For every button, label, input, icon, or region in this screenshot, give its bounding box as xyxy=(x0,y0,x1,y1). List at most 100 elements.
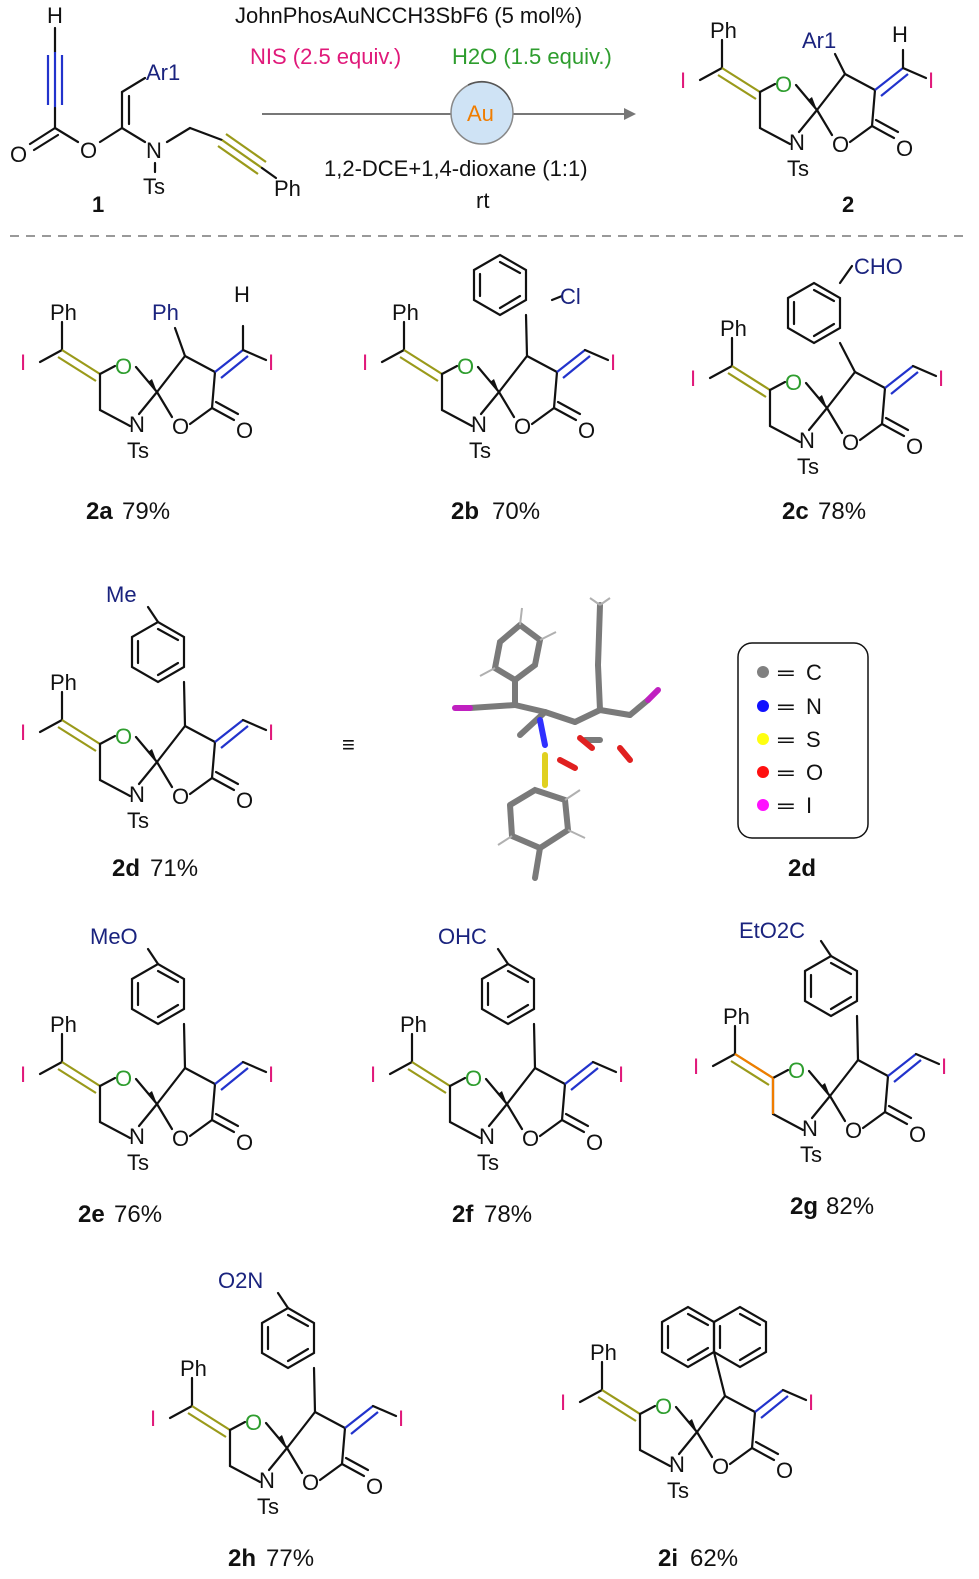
iodine-left: I xyxy=(150,1406,156,1431)
yield: 82% xyxy=(826,1193,874,1220)
alkyne-h: H xyxy=(47,3,63,28)
aryl-substituent: Ph xyxy=(152,300,179,325)
lactone-oxygen: O xyxy=(842,430,859,455)
tosyl-label: Ts xyxy=(800,1142,822,1167)
product-lactone-o: O xyxy=(832,132,849,157)
ring-oxygen: O xyxy=(785,370,802,395)
yield: 77% xyxy=(266,1545,314,1572)
product-2-general: Ph I O N Ts O O Ar1 H I 2 xyxy=(680,18,934,217)
compound-2f: Ph I O N Ts O O I OHC xyxy=(370,924,624,1175)
nitro-substituent: O2N xyxy=(218,1268,263,1293)
compound-2e: Ph I O N Ts O O I MeO xyxy=(20,924,274,1175)
ring-nitrogen: N xyxy=(479,1124,495,1149)
legend-eq: ═ xyxy=(777,694,794,719)
tosyl-label: Ts xyxy=(127,808,149,833)
carbonyl-oxygen: O xyxy=(906,434,923,459)
ph-label: Ph xyxy=(274,176,301,201)
vinyl-ph: Ph xyxy=(590,1340,617,1365)
carbonyl-oxygen: O xyxy=(366,1474,383,1499)
label-2i: 2i 62% xyxy=(658,1545,738,1572)
vinyl-ph: Ph xyxy=(392,300,419,325)
lactone-oxygen: O xyxy=(514,414,531,439)
ring-oxygen: O xyxy=(245,1410,262,1435)
compound-2i: Ph I O N Ts O O I xyxy=(560,1305,814,1503)
ring-nitrogen: N xyxy=(802,1116,818,1141)
carbonyl-oxygen: O xyxy=(578,418,595,443)
legend-dot-i xyxy=(757,799,769,811)
compound-2c: Ph I O N Ts O O I CHO xyxy=(690,254,944,479)
yield: 78% xyxy=(484,1201,532,1228)
compound-id: 2f xyxy=(452,1201,474,1228)
tosyl-label: Ts xyxy=(477,1150,499,1175)
iodine-left: I xyxy=(20,720,26,745)
lactone-oxygen: O xyxy=(302,1470,319,1495)
ring-nitrogen: N xyxy=(129,782,145,807)
tosyl-label: Ts xyxy=(797,454,819,479)
iodine-right: I xyxy=(268,1062,274,1087)
ring-nitrogen: N xyxy=(259,1468,275,1493)
vinyl-ph: Ph xyxy=(720,316,747,341)
compound-id: 2c xyxy=(782,498,809,525)
product-number: 2 xyxy=(842,192,854,217)
legend-label-o: O xyxy=(806,760,823,785)
iodine-left: I xyxy=(690,366,696,391)
legend-eq: ═ xyxy=(777,727,794,752)
iodine-right: I xyxy=(938,366,944,391)
label-2f: 2f 78% xyxy=(452,1201,532,1228)
legend-dot-o xyxy=(757,766,769,778)
ring-oxygen: O xyxy=(465,1066,482,1091)
compound-2h: Ph I O N Ts O O I O2N xyxy=(150,1268,404,1519)
lactone-oxygen: O xyxy=(712,1454,729,1479)
ester-o: O xyxy=(80,138,97,163)
label-2d: 2d 71% xyxy=(112,855,198,882)
lactone-oxygen: O xyxy=(172,414,189,439)
carbonyl-o: O xyxy=(10,142,27,167)
product-ring-o: O xyxy=(775,72,792,97)
ring-oxygen: O xyxy=(115,1066,132,1091)
carbonyl-oxygen: O xyxy=(236,788,253,813)
tosyl-label: Ts xyxy=(127,438,149,463)
crystal-structure-2d xyxy=(452,597,661,881)
vinyl-ph: Ph xyxy=(50,300,77,325)
label-2h: 2h 77% xyxy=(228,1545,314,1572)
compound-id: 2b xyxy=(451,498,479,525)
lactone-oxygen: O xyxy=(172,784,189,809)
iodine-right: I xyxy=(941,1054,947,1079)
solvent-text: 1,2-DCE+1,4-dioxane (1:1) xyxy=(324,156,588,181)
tosyl-label: Ts xyxy=(257,1494,279,1519)
methyl-substituent: Me xyxy=(106,582,137,607)
ring-nitrogen: N xyxy=(669,1452,685,1477)
lactone-oxygen: O xyxy=(172,1126,189,1151)
compound-2g: Ph I O N Ts O O I EtO2C xyxy=(693,918,947,1167)
product-ts: Ts xyxy=(787,156,809,181)
tosyl-label: Ts xyxy=(127,1150,149,1175)
aldehyde-substituent: OHC xyxy=(438,924,487,949)
atom-color-legend: ═ C ═ N ═ S ═ O ═ I 2d xyxy=(737,642,869,882)
vinyl-ph: Ph xyxy=(180,1356,207,1381)
label-2a: 2a 79% xyxy=(86,498,170,525)
iodine-right: I xyxy=(268,720,274,745)
iodine-left: I xyxy=(370,1062,376,1087)
iodine-left: I xyxy=(560,1390,566,1415)
product-i-right: I xyxy=(928,68,934,93)
compound-id: 2i xyxy=(658,1545,678,1572)
legend-eq: ═ xyxy=(777,760,794,785)
iodine-left: I xyxy=(20,350,26,375)
product-ph: Ph xyxy=(710,18,737,43)
ring-oxygen: O xyxy=(115,354,132,379)
ts-label: Ts xyxy=(143,174,165,199)
compound-id: 2h xyxy=(228,1545,256,1572)
legend-dot-c xyxy=(757,666,769,678)
ring-oxygen: O xyxy=(655,1394,672,1419)
iodine-right: I xyxy=(268,350,274,375)
legend-dot-s xyxy=(757,733,769,745)
yield: 70% xyxy=(492,498,540,525)
starting-material-1: H O O Ar1 N Ts Ph 1 xyxy=(10,3,301,217)
carbonyl-oxygen: O xyxy=(236,1130,253,1155)
product-carbonyl-o: O xyxy=(896,136,913,161)
tosyl-label: Ts xyxy=(667,1478,689,1503)
label-2e: 2e 76% xyxy=(78,1201,162,1228)
iodine-right: I xyxy=(398,1406,404,1431)
product-n: N xyxy=(789,130,805,155)
aldehyde-substituent: CHO xyxy=(854,254,903,279)
